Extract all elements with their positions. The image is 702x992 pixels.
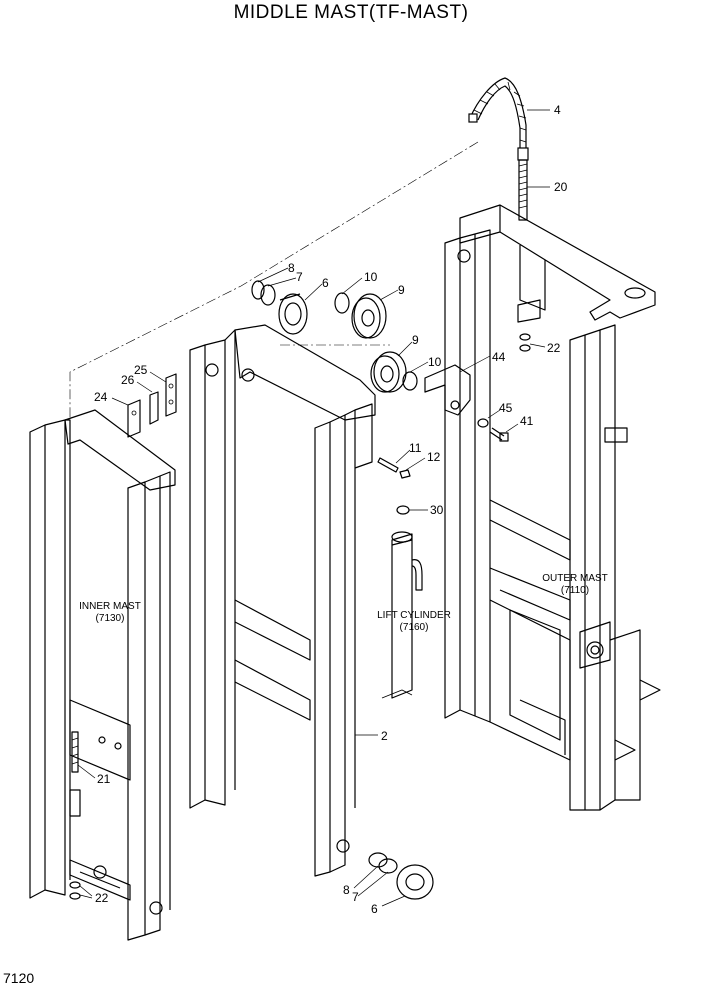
callout-22: 22 bbox=[95, 891, 109, 905]
outer-mast-label: OUTER MAST bbox=[542, 573, 608, 584]
lift-cylinder-label: LIFT CYLINDER bbox=[377, 610, 451, 621]
bolt-41 bbox=[489, 427, 509, 442]
lift-cylinder bbox=[381, 531, 423, 699]
assembly-phantom-line bbox=[69, 141, 479, 430]
callout-9: 9 bbox=[398, 283, 405, 297]
page-title: MIDDLE MAST(TF-MAST) bbox=[233, 2, 469, 23]
callout-11: 11 bbox=[409, 441, 422, 455]
callout-30: 30 bbox=[430, 503, 444, 517]
callout-22: 22 bbox=[547, 341, 561, 355]
leader-lines bbox=[77, 109, 550, 907]
callout-8: 8 bbox=[343, 883, 350, 897]
nut-22-upper bbox=[519, 333, 531, 352]
outer-mast-ref: (7110) bbox=[561, 585, 589, 596]
page-code: 7120 bbox=[3, 970, 35, 986]
callout-8: 8 bbox=[288, 261, 295, 275]
callout-6: 6 bbox=[371, 902, 378, 916]
lift-cylinder-ref: (7160) bbox=[400, 622, 429, 633]
outer-mast bbox=[444, 204, 661, 811]
callout-12: 12 bbox=[427, 450, 441, 464]
callout-4: 4 bbox=[554, 103, 561, 117]
bearing-upper bbox=[251, 280, 308, 335]
callout-9: 9 bbox=[412, 333, 419, 347]
callout-10: 10 bbox=[428, 355, 442, 369]
callout-20: 20 bbox=[554, 180, 568, 194]
callout-24: 24 bbox=[94, 390, 108, 404]
middle-mast bbox=[189, 324, 376, 877]
chain bbox=[468, 77, 529, 161]
anchor-bolt bbox=[518, 159, 528, 221]
callout-44: 44 bbox=[492, 350, 506, 364]
bearing-lower bbox=[368, 852, 434, 900]
shims bbox=[127, 373, 177, 438]
callout-6: 6 bbox=[322, 276, 329, 290]
sheave-upper bbox=[334, 292, 387, 339]
callout-25: 25 bbox=[134, 363, 148, 377]
callout-21: 21 bbox=[97, 772, 111, 786]
callout-26: 26 bbox=[121, 373, 135, 387]
packing-30 bbox=[396, 505, 410, 515]
callout-2: 2 bbox=[381, 729, 388, 743]
washer-45 bbox=[477, 418, 489, 428]
callout-7: 7 bbox=[296, 270, 303, 284]
bolt-21 bbox=[71, 731, 79, 773]
callout-10: 10 bbox=[364, 270, 378, 284]
callout-45: 45 bbox=[499, 401, 513, 415]
stud-11 bbox=[377, 457, 399, 473]
callout-7: 7 bbox=[352, 890, 359, 904]
callout-41: 41 bbox=[520, 414, 534, 428]
sheave-lower bbox=[370, 351, 418, 393]
inner-mast-label: INNER MAST bbox=[79, 601, 141, 612]
inner-mast bbox=[29, 409, 176, 941]
bracket-44 bbox=[424, 364, 471, 416]
nut-12 bbox=[399, 469, 411, 479]
inner-mast-ref: (7130) bbox=[96, 613, 125, 624]
nut-22-lower bbox=[69, 881, 81, 900]
